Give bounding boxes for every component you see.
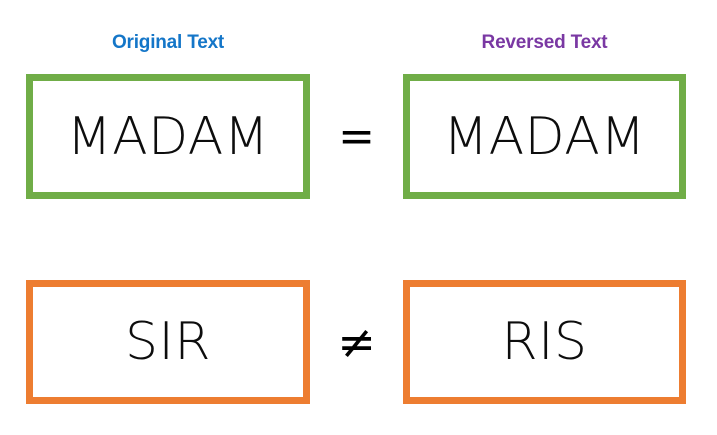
column-header-reversed-text: Reversed Text [481,32,608,53]
reversed-text-box-not-palindrome: RIS [403,280,686,404]
not-equals-sign-icon: ≠ [337,315,376,369]
original-text-box-palindrome: MADAM [26,74,310,199]
reversed-text-value-palindrome: MADAM [443,106,646,167]
column-header-original-text: Original Text [111,32,225,53]
original-text-value-palindrome: MADAM [66,106,270,167]
equals-sign-icon: = [338,110,375,162]
original-text-box-not-palindrome: SIR [26,280,310,404]
reversed-text-box-palindrome: MADAM [403,74,686,199]
original-text-value-not-palindrome: SIR [125,312,211,372]
reversed-text-value-not-palindrome: RIS [501,312,588,372]
